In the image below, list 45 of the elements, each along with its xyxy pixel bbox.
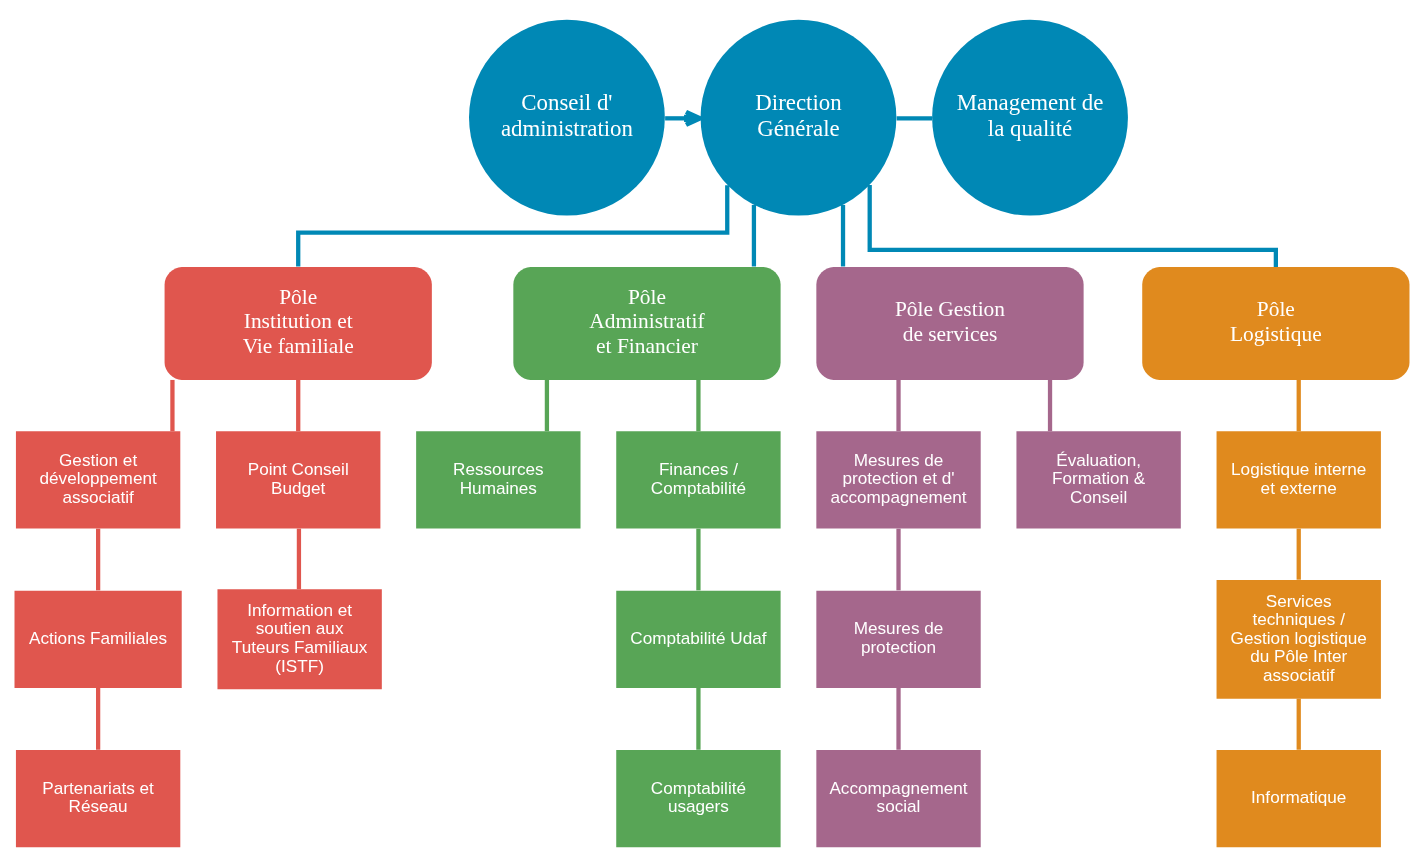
- node-box: Finances / Comptabilité: [616, 430, 781, 529]
- node-box: Pôle Gestion de services: [816, 266, 1084, 380]
- connector: [696, 379, 701, 431]
- node-box: Gestion et développement associatif: [15, 430, 181, 529]
- connector: [896, 379, 901, 431]
- connector: [95, 528, 101, 590]
- connector: [1296, 698, 1301, 750]
- node-box: Ressources Humaines: [416, 430, 581, 529]
- node-box: Actions Familiales: [14, 590, 182, 688]
- node-box: Point Conseil Budget: [216, 430, 381, 529]
- node-box: Pôle Administratif et Financier: [513, 266, 781, 380]
- node-box: Information et soutien aux Tuteurs Familiaux (ISTF): [217, 588, 382, 689]
- node-box: Pôle Institution et Vie familiale: [164, 266, 432, 380]
- connector: [170, 379, 175, 431]
- node-box: Pôle Logistique: [1142, 266, 1410, 380]
- node-circle: Direction Générale: [700, 19, 897, 216]
- node-box: Partenariats et Réseau: [15, 749, 181, 847]
- connector: [896, 528, 901, 590]
- connector: [696, 528, 701, 590]
- node-box: Mesures de protection et d' accompagnement: [816, 430, 981, 529]
- connector: [840, 204, 846, 266]
- connector: [1296, 379, 1301, 431]
- node-box: Accompagnement social: [816, 749, 981, 847]
- connector: [544, 379, 550, 431]
- connector: [751, 204, 757, 266]
- node-box: Informatique: [1216, 749, 1381, 847]
- connector: [896, 115, 933, 120]
- connector: [95, 687, 101, 750]
- node-box: Comptabilité usagers: [616, 749, 781, 847]
- connector: [896, 687, 901, 750]
- arrow: [665, 109, 703, 127]
- node-box: Logistique interne et externe: [1216, 430, 1381, 529]
- connector: [1047, 379, 1053, 431]
- node-box: Évaluation, Formation & Conseil: [1016, 430, 1181, 529]
- connector: [1296, 528, 1301, 580]
- connector: [296, 184, 730, 266]
- node-box: Mesures de protection: [816, 590, 981, 688]
- connector: [296, 528, 302, 589]
- node-box: Comptabilité Udaf: [616, 590, 781, 688]
- connector: [696, 687, 701, 750]
- node-circle: Management de la qualité: [932, 19, 1128, 216]
- connector: [296, 379, 301, 431]
- node-circle: Conseil d' administration: [469, 19, 665, 216]
- node-box: Services techniques / Gestion logistique du Pôle Inter associatif: [1216, 579, 1381, 699]
- connector: [867, 184, 1278, 267]
